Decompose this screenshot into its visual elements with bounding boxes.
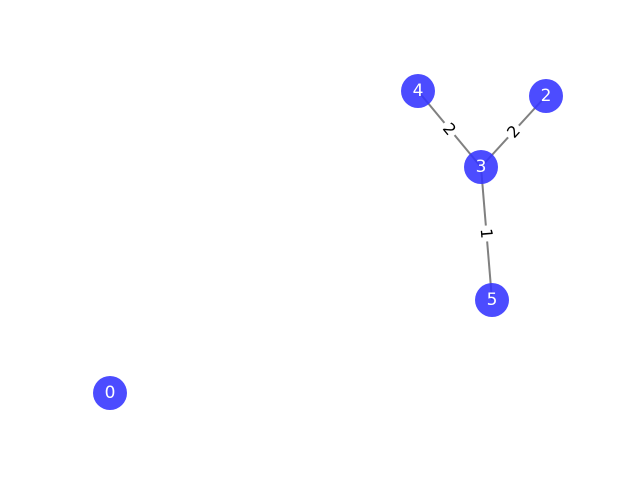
edge-label-background bbox=[475, 224, 498, 243]
graph-node-3: 3 bbox=[464, 150, 498, 184]
node-label: 0 bbox=[105, 383, 116, 403]
graph-node-5: 5 bbox=[475, 283, 509, 317]
node-circle bbox=[464, 150, 498, 184]
node-circle bbox=[401, 74, 435, 108]
node-circle bbox=[529, 79, 563, 113]
edge-weight-label: 1 bbox=[477, 228, 497, 240]
edge-label-background bbox=[500, 118, 527, 145]
nodes-layer: 0 2 3 4 5 bbox=[93, 74, 563, 410]
graph-node-0: 0 bbox=[93, 376, 127, 410]
edge-label-background bbox=[436, 116, 463, 142]
node-circle bbox=[475, 283, 509, 317]
node-label: 2 bbox=[541, 86, 552, 106]
graph-node-2: 2 bbox=[529, 79, 563, 113]
node-label: 3 bbox=[476, 157, 487, 177]
node-circle bbox=[93, 376, 127, 410]
node-label: 5 bbox=[487, 290, 498, 310]
graph-node-4: 4 bbox=[401, 74, 435, 108]
node-label: 4 bbox=[413, 81, 424, 101]
